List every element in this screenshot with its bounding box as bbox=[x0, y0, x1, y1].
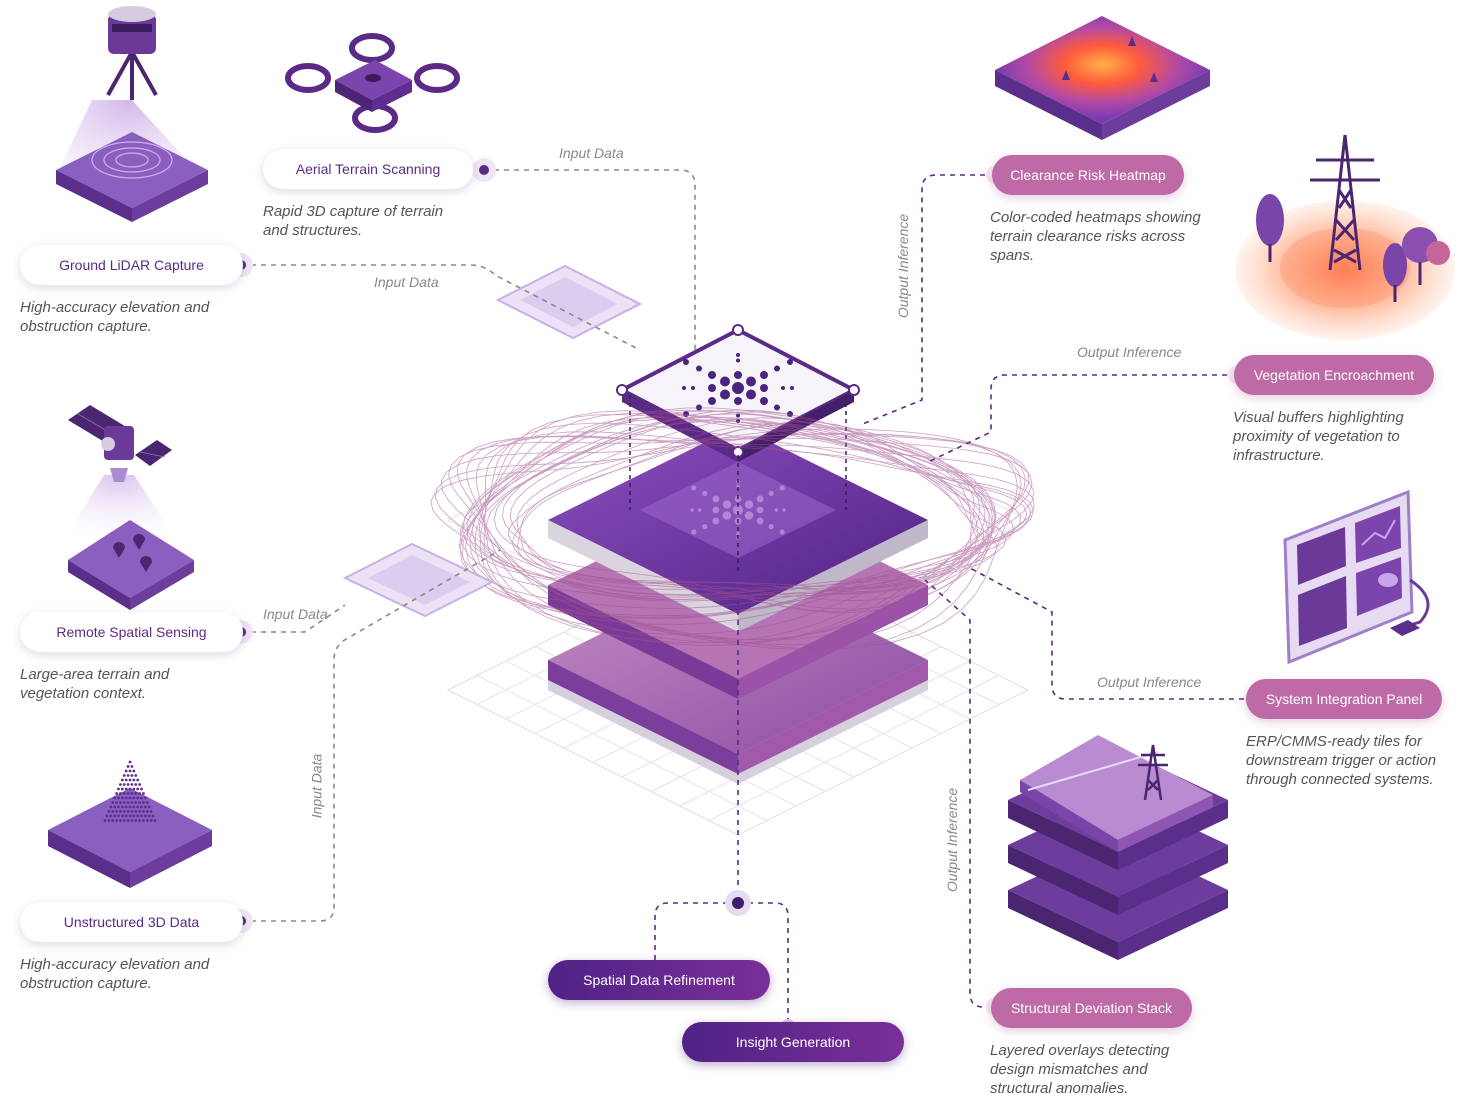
flow-label-input-aerial: Input Data bbox=[559, 145, 624, 161]
output-system-integration-panel[interactable]: System Integration Panel bbox=[1246, 679, 1442, 719]
input-unstructured-description: High-accuracy elevation and obstruction … bbox=[20, 955, 209, 993]
flow-label-input-lidar: Input Data bbox=[374, 274, 439, 290]
flow-label-output-integration: Output Inference bbox=[1097, 674, 1202, 690]
flow-label-output-structural: Output Inference bbox=[944, 787, 961, 893]
desc-line: terrain clearance risks across bbox=[990, 228, 1186, 245]
output-vegetation-description: Visual buffers highlighting proximity of… bbox=[1233, 408, 1404, 465]
flow-label-input-remote: Input Data bbox=[263, 606, 328, 622]
flow-label-output-vegetation: Output Inference bbox=[1077, 344, 1182, 360]
point-cloud-dots bbox=[103, 760, 157, 822]
core-spatial-data-refinement[interactable]: Spatial Data Refinement bbox=[548, 960, 770, 1000]
desc-line: High-accuracy elevation and bbox=[20, 956, 210, 973]
output-structural-deviation-stack[interactable]: Structural Deviation Stack bbox=[991, 988, 1192, 1028]
connector-chip-upper bbox=[495, 264, 643, 340]
output-integration-description: ERP/CMMS-ready tiles for downstream trig… bbox=[1246, 732, 1436, 789]
lidar-scanner-icon bbox=[56, 6, 208, 222]
output-heatmap-description: Color-coded heatmaps showing terrain cle… bbox=[990, 208, 1201, 265]
desc-line: proximity of vegetation to bbox=[1233, 428, 1400, 445]
dashboard-panel-icon bbox=[1283, 489, 1430, 665]
input-ground-lidar-capture[interactable]: Ground LiDAR Capture bbox=[20, 245, 243, 285]
input-lidar-description: High-accuracy elevation and obstruction … bbox=[20, 298, 209, 336]
center-stack bbox=[548, 324, 928, 784]
desc-line: Color-coded heatmaps showing bbox=[990, 209, 1201, 226]
desc-line: vegetation context. bbox=[20, 685, 146, 702]
desc-line: through connected systems. bbox=[1246, 771, 1434, 788]
input-unstructured-3d-data[interactable]: Unstructured 3D Data bbox=[20, 902, 243, 942]
point-cloud-icon bbox=[48, 760, 212, 888]
chip-dot-pattern bbox=[682, 353, 794, 423]
transmission-tower-icon bbox=[1235, 134, 1455, 340]
desc-line: Rapid 3D capture of terrain bbox=[263, 203, 444, 220]
desc-line: ERP/CMMS-ready tiles for bbox=[1246, 733, 1422, 750]
desc-line: downstream trigger or action bbox=[1246, 752, 1437, 769]
output-clearance-risk-heatmap[interactable]: Clearance Risk Heatmap bbox=[992, 155, 1184, 195]
desc-line: obstruction capture. bbox=[20, 975, 152, 992]
desc-line: Layered overlays detecting bbox=[990, 1042, 1170, 1059]
flow-label-input-unstructured: Input Data bbox=[308, 753, 325, 819]
drone-icon bbox=[285, 33, 460, 133]
input-connectors bbox=[241, 169, 696, 922]
flow-label-output-heatmap: Output Inference bbox=[895, 213, 912, 319]
output-connectors bbox=[654, 174, 1254, 1025]
input-remote-description: Large-area terrain and vegetation contex… bbox=[20, 665, 169, 703]
desc-line: obstruction capture. bbox=[20, 318, 152, 335]
output-structural-description: Layered overlays detecting design mismat… bbox=[990, 1041, 1169, 1098]
desc-line: Large-area terrain and bbox=[20, 666, 170, 683]
desc-line: and structures. bbox=[263, 222, 363, 239]
satellite-icon bbox=[68, 405, 194, 610]
desc-line: High-accuracy elevation and bbox=[20, 299, 210, 316]
input-aerial-terrain-scanning[interactable]: Aerial Terrain Scanning bbox=[263, 149, 473, 189]
layered-stack-icon bbox=[1008, 735, 1228, 960]
desc-line: Visual buffers highlighting bbox=[1233, 409, 1404, 426]
heatmap-tile-icon bbox=[995, 16, 1210, 140]
core-insight-generation[interactable]: Insight Generation bbox=[682, 1022, 904, 1062]
input-aerial-description: Rapid 3D capture of terrain and structur… bbox=[263, 202, 443, 240]
desc-line: infrastructure. bbox=[1233, 447, 1325, 464]
data-wave-rings bbox=[430, 407, 1035, 650]
chip-dot-pattern-shadow bbox=[690, 480, 786, 540]
output-vegetation-encroachment[interactable]: Vegetation Encroachment bbox=[1234, 355, 1434, 395]
desc-line: design mismatches and bbox=[990, 1061, 1148, 1078]
connector-chip-lower bbox=[342, 542, 495, 618]
desc-line: structural anomalies. bbox=[990, 1080, 1129, 1097]
input-remote-spatial-sensing[interactable]: Remote Spatial Sensing bbox=[20, 612, 243, 652]
desc-line: spans. bbox=[990, 247, 1035, 264]
